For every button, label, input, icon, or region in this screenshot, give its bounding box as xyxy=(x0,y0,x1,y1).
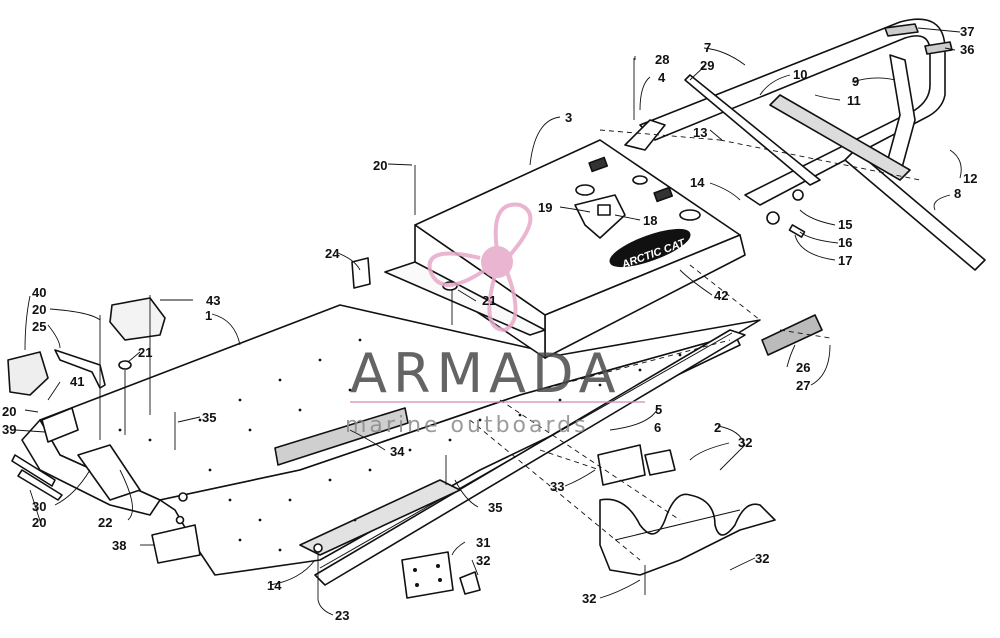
explode-lines xyxy=(469,129,921,561)
callout-labels: 1 2 3 4 5 6 7 8 9 10 11 12 13 14 14 15 1… xyxy=(2,24,977,623)
callout-14a: 14 xyxy=(690,175,705,190)
callout-27: 27 xyxy=(796,378,810,393)
callout-21a: 21 xyxy=(138,345,152,360)
callout-20b: 20 xyxy=(32,302,46,317)
deck-rivet-holes xyxy=(118,338,682,552)
callout-20c: 20 xyxy=(2,404,16,419)
rear-grab-bar xyxy=(624,18,986,271)
callout-22: 22 xyxy=(98,515,112,530)
callout-leaders xyxy=(14,27,962,616)
callout-28: 28 xyxy=(655,52,669,67)
callout-35b: 35 xyxy=(488,500,502,515)
callout-5: 5 xyxy=(655,402,662,417)
callout-14b: 14 xyxy=(267,578,282,593)
callout-42: 42 xyxy=(714,288,728,303)
callout-18: 18 xyxy=(643,213,657,228)
callout-32a: 32 xyxy=(738,435,752,450)
callout-41: 41 xyxy=(70,374,84,389)
watermark-tagline: marine outboards xyxy=(345,413,589,438)
callout-17: 17 xyxy=(838,253,852,268)
callout-20d: 20 xyxy=(32,515,46,530)
callout-6: 6 xyxy=(654,420,661,435)
callout-19: 19 xyxy=(538,200,552,215)
callout-29: 29 xyxy=(700,58,714,73)
rear-tunnel-cover: ARCTIC CAT xyxy=(384,139,746,359)
callout-32c: 32 xyxy=(755,551,769,566)
callout-32b: 32 xyxy=(476,553,490,568)
callout-32d: 32 xyxy=(582,591,596,606)
callout-20a: 20 xyxy=(373,158,387,173)
callout-40: 40 xyxy=(32,285,46,300)
callout-9: 9 xyxy=(852,74,859,89)
chassis-tunnel xyxy=(21,304,761,586)
snow-flap xyxy=(401,444,776,599)
callout-12: 12 xyxy=(963,171,977,186)
callout-43: 43 xyxy=(206,293,220,308)
callout-33: 33 xyxy=(550,479,564,494)
callout-34: 34 xyxy=(390,444,405,459)
callout-35a: 35 xyxy=(202,410,216,425)
callout-23: 23 xyxy=(335,608,349,623)
callout-13: 13 xyxy=(693,125,707,140)
callout-7: 7 xyxy=(704,40,711,55)
propeller-logo xyxy=(427,202,533,333)
callout-21b: 21 xyxy=(482,293,496,308)
callout-36: 36 xyxy=(960,42,974,57)
callout-1: 1 xyxy=(205,308,212,323)
callout-2: 2 xyxy=(714,420,721,435)
callout-31: 31 xyxy=(476,535,490,550)
callout-26: 26 xyxy=(796,360,810,375)
callout-25: 25 xyxy=(32,319,46,334)
callout-38: 38 xyxy=(112,538,126,553)
callout-39: 39 xyxy=(2,422,16,437)
callout-10: 10 xyxy=(793,67,807,82)
watermark-brand: ARMADA xyxy=(350,342,622,405)
callout-11: 11 xyxy=(847,93,861,108)
callout-8: 8 xyxy=(954,186,961,201)
watermark: ARMADA marine outboards xyxy=(345,202,645,438)
callout-4: 4 xyxy=(658,70,666,85)
callout-15: 15 xyxy=(838,217,852,232)
callout-37: 37 xyxy=(960,24,974,39)
callout-3: 3 xyxy=(565,110,572,125)
callout-24: 24 xyxy=(325,246,340,261)
callout-30: 30 xyxy=(32,499,46,514)
callout-16: 16 xyxy=(838,235,852,250)
